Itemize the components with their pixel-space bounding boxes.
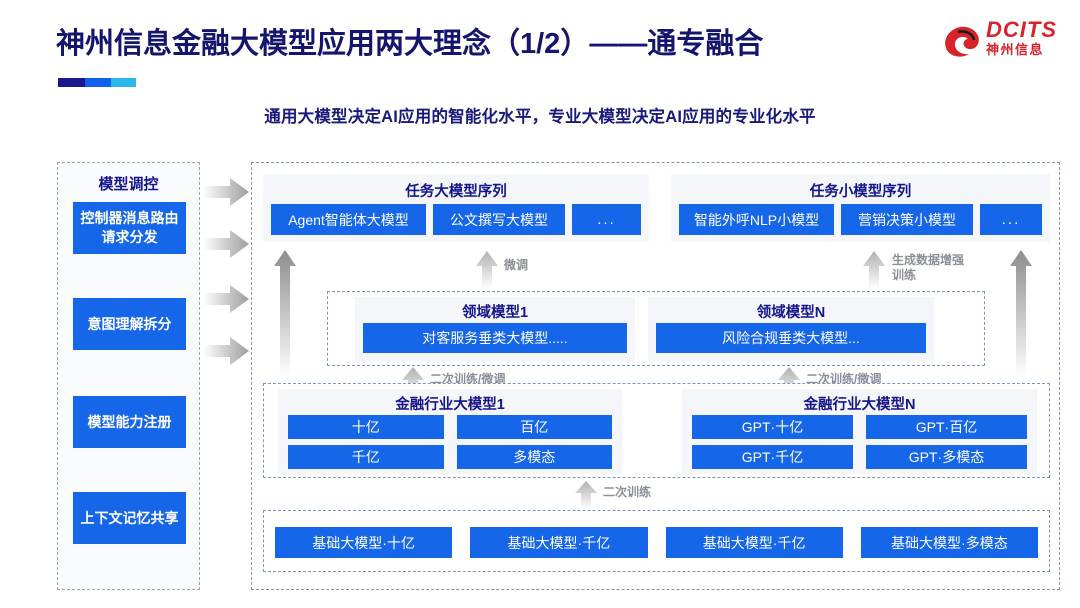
accent-bar-segment-3 (111, 78, 136, 87)
chip-more-large-models[interactable]: ... (572, 204, 641, 235)
sidebar-item-controller-routing[interactable]: 控制器消息路由请求分发 (73, 202, 186, 254)
sidebar-item-context-memory[interactable]: 上下文记忆共享 (73, 492, 186, 544)
chip-agent-large-model[interactable]: Agent智能体大模型 (271, 204, 426, 235)
industry-model-group: 金融行业大模型1 十亿 百亿 千亿 多模态 金融行业大模型N GPT·十亿 GP… (263, 383, 1050, 478)
domain-model-n-card: 领域模型N 风险合规垂类大模型... (648, 297, 934, 361)
arrow-right-icon-1 (203, 178, 249, 206)
arrow-up-icon-industry-to-task-left (274, 250, 296, 378)
industry-model-1-title: 金融行业大模型1 (395, 397, 505, 413)
logo-text: DCITS 神州信息 (986, 18, 1057, 58)
domain-model-1-title: 领域模型1 (461, 305, 529, 321)
industry-model-1-grid: 十亿 百亿 千亿 多模态 (288, 415, 612, 469)
industry-model-n-grid: GPT·十亿 GPT·百亿 GPT·千亿 GPT·多模态 (692, 415, 1027, 469)
cell-gpt-multimodal[interactable]: GPT·多模态 (866, 445, 1027, 469)
flow-label-fine-tune: 微调 (504, 258, 529, 272)
task-large-model-sequence-title: 任务大模型序列 (405, 184, 507, 200)
arrow-right-icon-4 (203, 337, 249, 365)
logo-english-name: DCITS (986, 17, 1057, 42)
base-model-group: 基础大模型·十亿 基础大模型·千亿 基础大模型·千亿 基础大模型·多模态 (263, 510, 1050, 572)
model-architecture-diagram: 任务大模型序列 Agent智能体大模型 公文撰写大模型 ... 任务小模型序列 … (251, 162, 1060, 590)
chip-more-small-models[interactable]: ... (980, 204, 1042, 235)
arrow-right-icon-3 (203, 285, 249, 313)
cell-ten-billion[interactable]: 百亿 (456, 415, 612, 439)
flow-label-retrain-finetune-left: 二次训练/微调 (430, 372, 506, 386)
flow-label-retrain-finetune-right: 二次训练/微调 (806, 372, 882, 386)
arrow-up-icon-retrain-base (575, 481, 597, 509)
cell-gpt-billion[interactable]: GPT·十亿 (692, 415, 853, 439)
cell-billion[interactable]: 十亿 (288, 415, 444, 439)
flow-label-retrain: 二次训练 (603, 485, 652, 499)
chip-outbound-nlp-small-model[interactable]: 智能外呼NLP小模型 (679, 204, 834, 235)
industry-model-1-card: 金融行业大模型1 十亿 百亿 千亿 多模态 (278, 389, 622, 474)
cell-multimodal[interactable]: 多模态 (456, 445, 612, 469)
arrow-up-icon-data-augmentation (863, 251, 885, 289)
task-small-model-sequence-card: 任务小模型序列 智能外呼NLP小模型 营销决策小模型 ... (671, 174, 1050, 242)
logo-chinese-name: 神州信息 (986, 42, 1045, 57)
base-model-billion[interactable]: 基础大模型·十亿 (275, 527, 453, 558)
arrow-up-icon-fine-tune (476, 251, 498, 289)
task-small-model-sequence-title: 任务小模型序列 (809, 184, 912, 200)
task-large-model-chip-row: Agent智能体大模型 公文撰写大模型 ... (271, 204, 641, 235)
base-model-multimodal[interactable]: 基础大模型·多模态 (860, 527, 1038, 558)
domain-model-group: 领域模型1 对客服务垂类大模型..... 领域模型N 风险合规垂类大模型... (327, 291, 985, 366)
cell-gpt-hundred-billion[interactable]: GPT·千亿 (692, 445, 853, 469)
domain-model-n-title: 领域模型N (756, 305, 826, 321)
cell-hundred-billion[interactable]: 千亿 (288, 445, 444, 469)
accent-bar-segment-2 (85, 78, 111, 87)
dcits-logo: DCITS 神州信息 (940, 18, 1068, 70)
sidebar-item-intent-understanding[interactable]: 意图理解拆分 (73, 298, 186, 350)
page-subtitle: 通用大模型决定AI应用的智能化水平，专业大模型决定AI应用的专业化水平 (264, 108, 816, 126)
base-model-hundred-billion-1[interactable]: 基础大模型·千亿 (470, 527, 648, 558)
chip-customer-service-vertical-model[interactable]: 对客服务垂类大模型..... (363, 323, 627, 353)
chip-marketing-decision-small-model[interactable]: 营销决策小模型 (841, 204, 973, 235)
arrow-right-icon-2 (203, 230, 249, 258)
page-title: 神州信息金融大模型应用两大理念（1/2）——通专融合 (56, 28, 764, 60)
accent-bar-decoration (58, 78, 136, 87)
model-control-title: 模型调控 (98, 176, 159, 193)
chip-document-writing-model[interactable]: 公文撰写大模型 (433, 204, 565, 235)
flow-label-data-augmentation: 生成数据增强训练 (892, 253, 965, 282)
arrow-up-icon-industry-to-task-right (1010, 250, 1032, 378)
accent-bar-segment-1 (58, 78, 85, 87)
industry-model-n-card: 金融行业大模型N GPT·十亿 GPT·百亿 GPT·千亿 GPT·多模态 (682, 389, 1037, 474)
chip-risk-compliance-vertical-model[interactable]: 风险合规垂类大模型... (656, 323, 926, 353)
base-model-hundred-billion-2[interactable]: 基础大模型·千亿 (665, 527, 843, 558)
industry-model-n-title: 金融行业大模型N (803, 397, 916, 413)
cell-gpt-ten-billion[interactable]: GPT·百亿 (866, 415, 1027, 439)
task-small-model-chip-row: 智能外呼NLP小模型 营销决策小模型 ... (679, 204, 1042, 235)
model-control-panel: 模型调控 控制器消息路由请求分发 意图理解拆分 模型能力注册 上下文记忆共享 (57, 162, 200, 590)
base-model-row: 基础大模型·十亿 基础大模型·千亿 基础大模型·千亿 基础大模型·多模态 (275, 527, 1038, 558)
logo-swirl-icon (945, 26, 979, 57)
domain-model-1-card: 领域模型1 对客服务垂类大模型..... (355, 297, 635, 361)
task-large-model-sequence-card: 任务大模型序列 Agent智能体大模型 公文撰写大模型 ... (263, 174, 649, 242)
sidebar-item-capability-registry[interactable]: 模型能力注册 (73, 396, 186, 448)
